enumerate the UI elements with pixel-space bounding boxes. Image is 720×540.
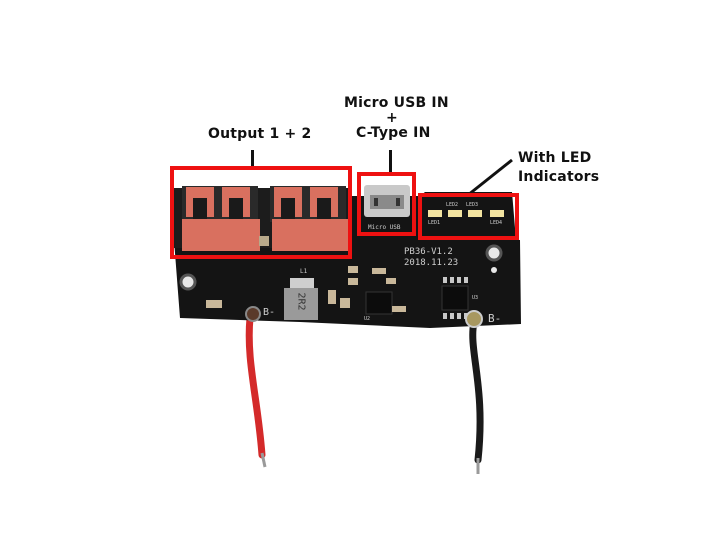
u2-silk: U2	[364, 316, 371, 322]
inductor	[284, 288, 318, 320]
l1-silk: L1	[300, 268, 308, 275]
led-highlight-box	[418, 193, 519, 240]
input-label-plus: +	[386, 110, 398, 126]
led2-silk: LED2	[446, 202, 459, 208]
output-leader-line	[251, 150, 254, 167]
usb-a-port-1	[182, 186, 260, 251]
micro-usb-silk: Micro USB	[368, 224, 401, 231]
input-leader-line	[389, 150, 392, 173]
board-model: PB36-V1.2	[404, 247, 453, 257]
usb-a-port-2	[270, 186, 348, 251]
board-date: 2018.11.23	[404, 258, 459, 268]
terminal-right-label: B-	[488, 312, 502, 325]
black-wire	[469, 318, 484, 464]
led-label-line1: With LED	[518, 150, 592, 166]
u3-silk: U3	[472, 295, 479, 301]
output-highlight-box	[170, 166, 352, 259]
led4-silk: LED4	[490, 220, 503, 226]
terminal-left-label: B-	[263, 307, 276, 318]
micro-usb-port	[364, 185, 410, 217]
output-label: Output 1 + 2	[208, 126, 312, 142]
input-label-line3: C-Type IN	[356, 125, 431, 141]
led-leader-line	[467, 158, 513, 197]
led-indicators	[428, 210, 504, 217]
led3-silk: LED3	[466, 202, 479, 208]
ic-u3	[441, 285, 469, 311]
led-label-line2: Indicators	[518, 169, 600, 185]
input-label-line1: Micro USB IN	[344, 95, 449, 111]
red-wire	[245, 314, 266, 459]
inductor-marking: 2R2	[295, 292, 307, 311]
led1-silk: LED1	[428, 220, 441, 226]
ic-u2	[365, 291, 393, 315]
input-highlight-box	[357, 172, 416, 236]
